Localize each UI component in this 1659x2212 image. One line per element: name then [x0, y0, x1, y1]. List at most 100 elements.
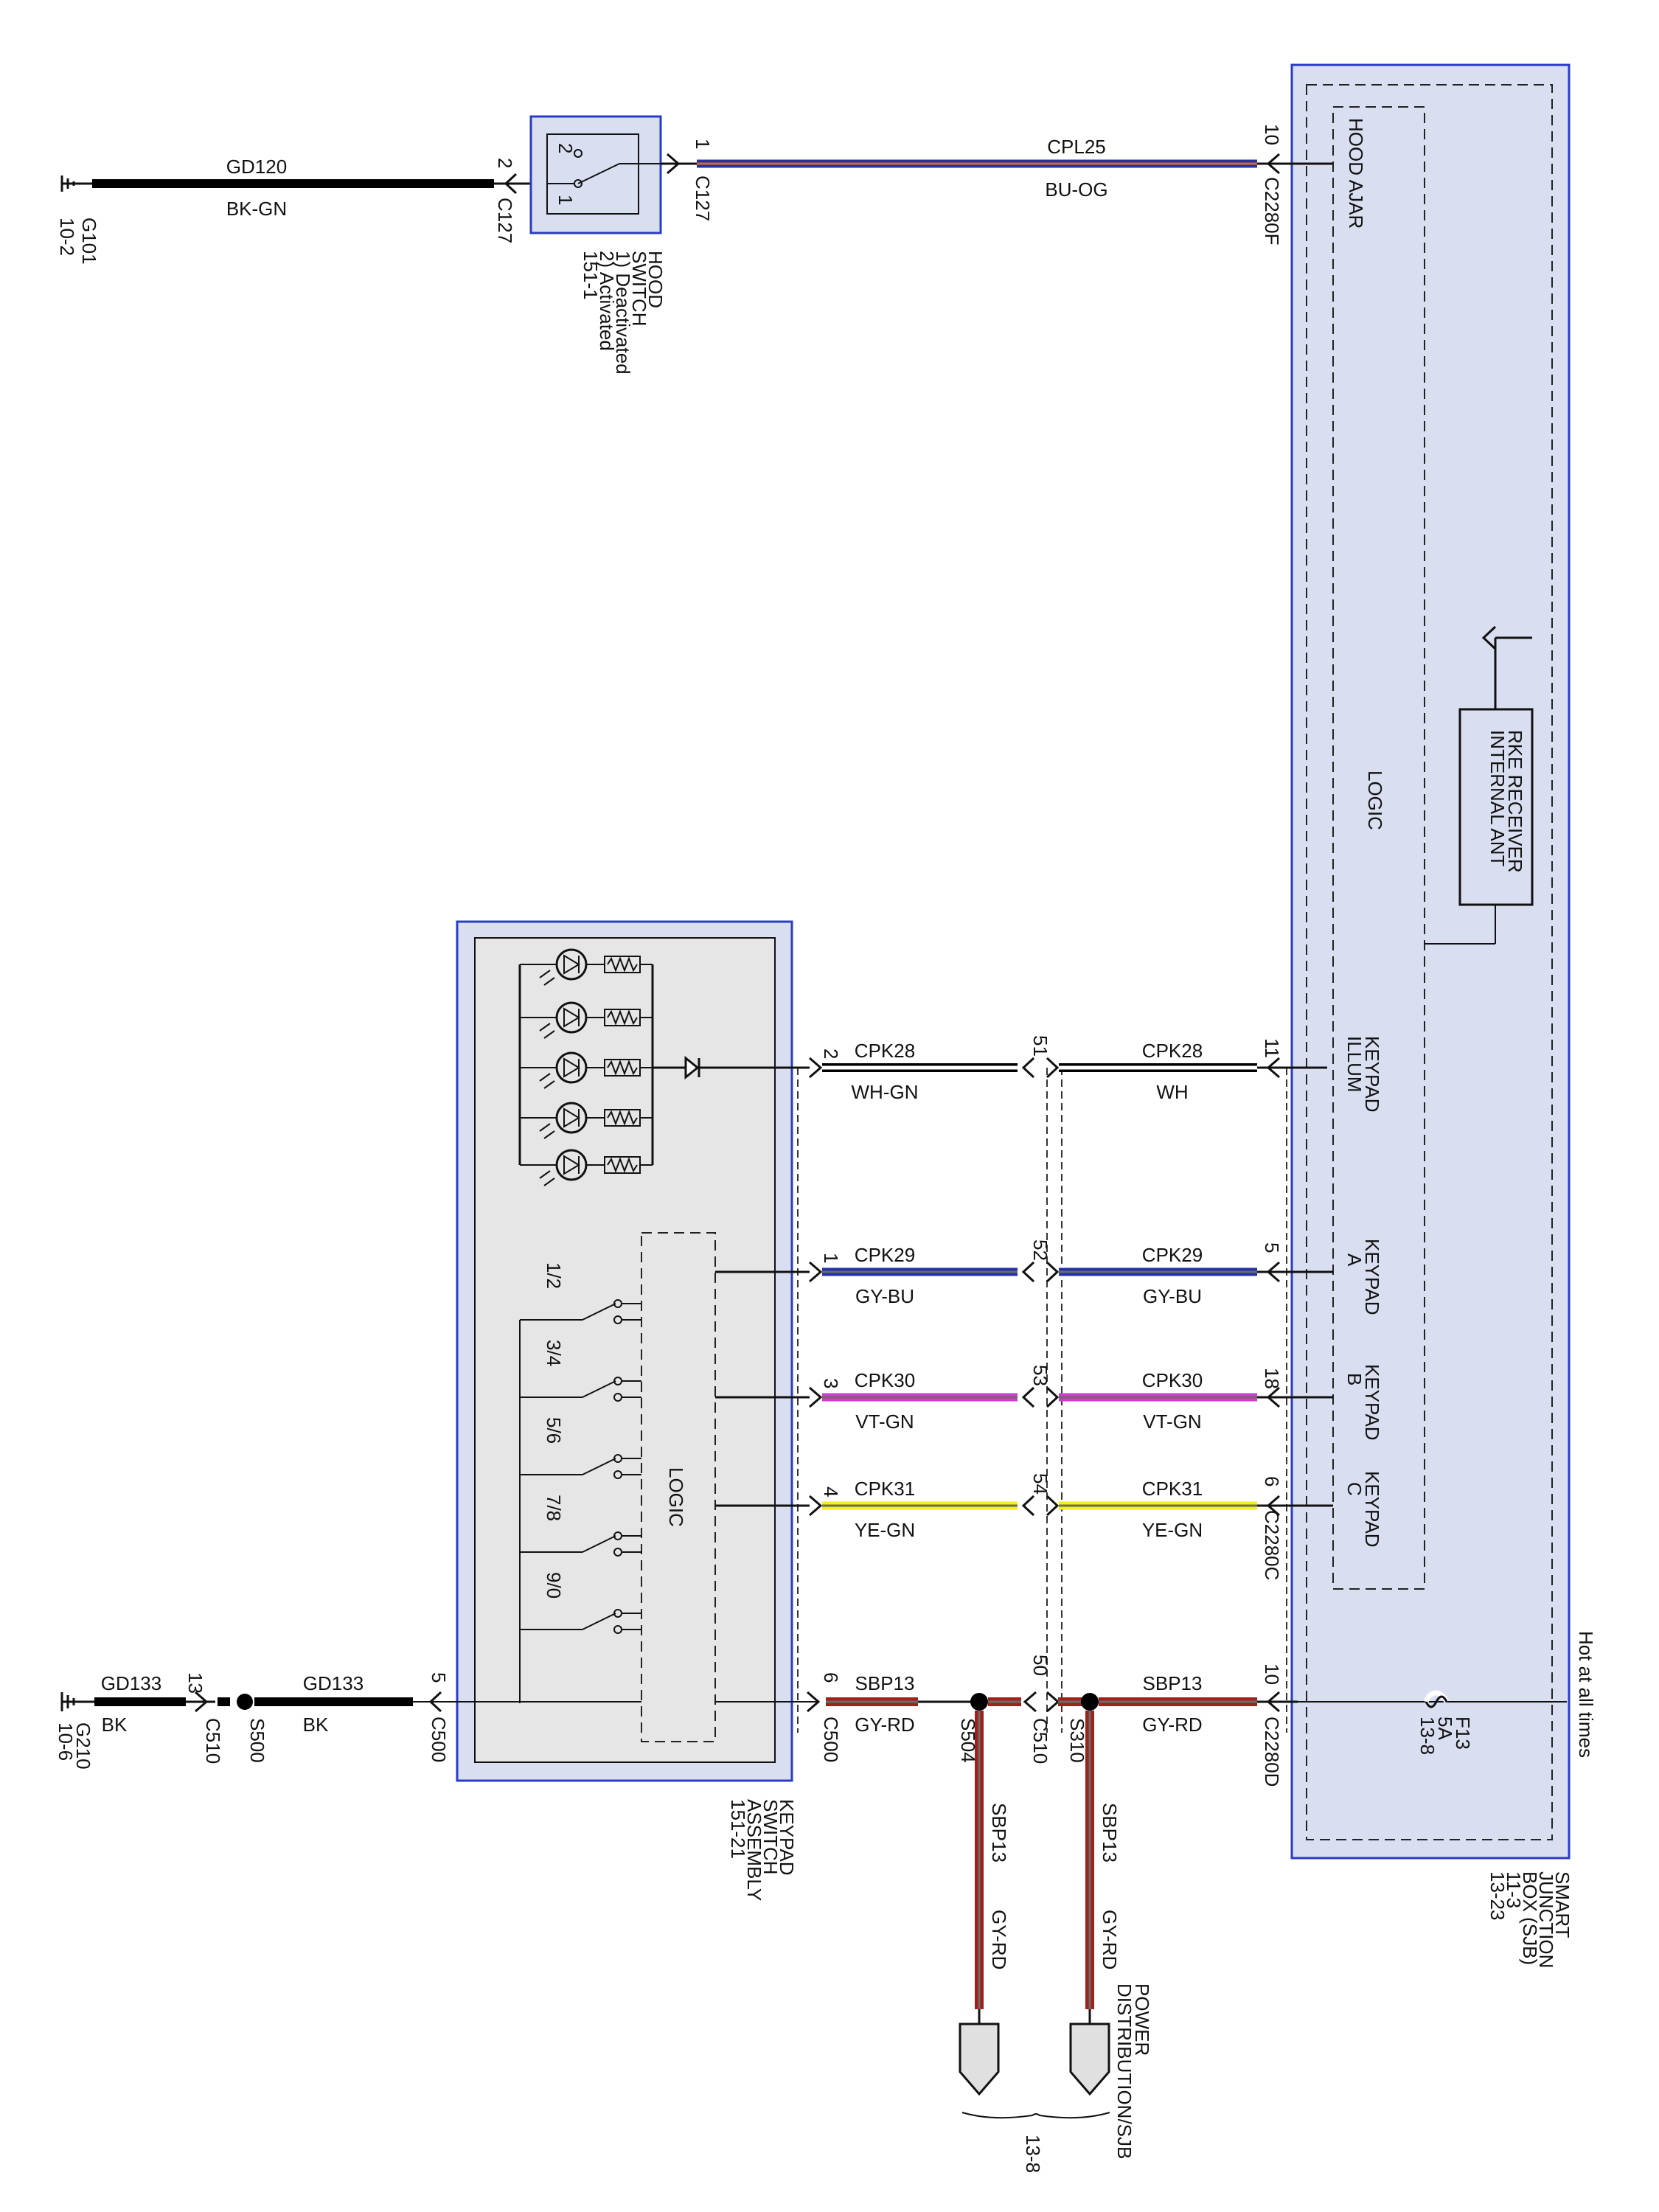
switch-contact: [582, 1613, 616, 1630]
hood-switch-label-1: SWITCH: [628, 251, 650, 327]
gd133-right-color: BK: [303, 1714, 329, 1736]
c500-label-left: C500: [428, 1717, 450, 1762]
keypad-switches: 1/23/45/67/89/0: [520, 1262, 641, 1634]
keypad-wire-color-left: YE-GN: [855, 1519, 915, 1541]
keypad-wire-name-left: CPK28: [855, 1040, 915, 1062]
led-icon: [555, 1051, 588, 1084]
gd133-left-color: BK: [102, 1714, 128, 1736]
splice-s504-icon: [970, 1693, 988, 1711]
sjb-hood-pin: 10: [1261, 124, 1283, 145]
c510-label-mid: C510: [1029, 1718, 1051, 1764]
keypad-switch-label: 1/2: [543, 1262, 565, 1289]
connector-c510-pin-icon: [1046, 1057, 1060, 1079]
keypad-wire-name-left: CPK31: [855, 1478, 915, 1500]
c127-right-label: C127: [692, 175, 714, 221]
led-diode-symbol: [563, 1155, 580, 1175]
connector-c510-pin-icon: [1046, 1261, 1060, 1283]
labels: GD120 BK-GN CPL25 BU-OG G101 10-2 2 C127…: [55, 118, 1597, 2173]
s500-label: S500: [246, 1718, 268, 1763]
c510-pin-13: 13: [184, 1672, 206, 1694]
rke-label-1: INTERNAL ANT: [1486, 730, 1509, 867]
connector-c500-pin-icon: [809, 1386, 823, 1408]
hood-switch-label-4: 151-1: [580, 251, 602, 300]
s310-label: S310: [1066, 1718, 1088, 1763]
sjb-pin-number: 11: [1261, 1038, 1283, 1058]
keypad-assembly-label-2: ASSEMBLY: [743, 1799, 765, 1901]
led-emission-icon: [539, 1073, 555, 1089]
sbp13-left-color: GY-RD: [855, 1714, 914, 1736]
c510-pin-number: 53: [1029, 1365, 1051, 1386]
sbp13-vert-1-color: GY-RD: [988, 1910, 1010, 1969]
splice-s310-icon: [1081, 1693, 1099, 1711]
keypad-wire-name-left: CPK30: [855, 1369, 915, 1391]
c500-pin-6: 6: [820, 1672, 842, 1683]
connector-c510-pin-icon: [1021, 1261, 1035, 1283]
diode-icon: [684, 1055, 700, 1080]
resistor-zigzag: [607, 1157, 638, 1173]
connector-c510-mid-icon: [1023, 1691, 1037, 1713]
power-circuit: [60, 1691, 1298, 2119]
keypad-a-0: KEYPAD: [1361, 1239, 1383, 1315]
keypad-leds: [520, 948, 700, 1186]
led-icon: [555, 1102, 588, 1134]
c500-label-right: C500: [820, 1717, 842, 1762]
keypad-switch-label: 5/6: [543, 1417, 565, 1444]
c510-pin-number: 54: [1029, 1473, 1051, 1495]
hot-at-all-times: Hot at all times: [1575, 1631, 1597, 1758]
led-diode-symbol: [563, 954, 580, 975]
sjb-pin-number: 6: [1261, 1476, 1283, 1486]
led-icon: [555, 1001, 588, 1034]
c510-pin-50: 50: [1029, 1655, 1051, 1676]
sbp13-left-name: SBP13: [855, 1672, 915, 1694]
c2280d-label: C2280D: [1261, 1717, 1283, 1787]
sjb-label-4: 13-23: [1486, 1871, 1509, 1921]
keypad-logic-label: LOGIC: [665, 1467, 687, 1527]
sjb-hood-connector: C2280F: [1261, 177, 1283, 246]
keypad-switch-label: 3/4: [543, 1340, 565, 1366]
connector-c2280d-icon: [1266, 1691, 1280, 1713]
keypad-assembly-label-1: SWITCH: [759, 1799, 782, 1875]
power-dist-label-0: POWER: [1131, 1983, 1153, 2056]
connector-c500-pin-icon: [809, 1261, 823, 1283]
sbp13-right-name: SBP13: [1143, 1672, 1203, 1694]
connector-c510-pin-icon: [1021, 1495, 1035, 1517]
hood-ajar-label: HOOD AJAR: [1345, 118, 1367, 229]
c510-pin-number: 51: [1029, 1035, 1051, 1057]
keypad-c-0: KEYPAD: [1361, 1471, 1383, 1548]
connector-c500-pin-icon: [809, 1495, 823, 1517]
keypad-wire-color-right: GY-BU: [1143, 1285, 1202, 1307]
led-diode-symbol: [563, 1007, 580, 1028]
cpl25-name: CPL25: [1047, 136, 1106, 158]
brace-icon: [961, 2112, 1110, 2119]
sbp13-vert-1-name: SBP13: [988, 1803, 1010, 1863]
keypad-wire-color-left: VT-GN: [855, 1411, 914, 1433]
resistor-zigzag: [607, 1110, 638, 1126]
keypad-assembly-label-3: 151-21: [727, 1799, 749, 1859]
hood-switch-label-3: 2) Activated: [596, 251, 618, 351]
switch-contact: [582, 1303, 616, 1321]
gd120-name: GD120: [226, 156, 287, 178]
power-distribution-arrow-1: [959, 2023, 1000, 2096]
keypad-wire-name-right: CPK30: [1142, 1369, 1203, 1391]
c127-left-label: C127: [494, 198, 516, 243]
ground-g101-label: G101: [78, 218, 100, 265]
c510-pin-number: 52: [1029, 1239, 1051, 1261]
ground-g101-icon: [60, 175, 92, 192]
s504-label: S504: [957, 1718, 979, 1763]
ground-g101-ref: 10-2: [56, 218, 78, 256]
smart-junction-box: [1290, 63, 1571, 1860]
sbp13-vert-2-name: SBP13: [1099, 1803, 1121, 1863]
keypad-b-0: KEYPAD: [1361, 1364, 1383, 1441]
keypad-pin-number: 4: [820, 1486, 842, 1497]
fuse-label-1: 5A: [1434, 1717, 1456, 1740]
ground-g210-ref: 10-6: [55, 1722, 77, 1761]
sjb-label-2: BOX (SJB): [1519, 1871, 1541, 1965]
keypad-wire-color-right: WH: [1156, 1081, 1188, 1103]
connector-c510-pin-icon: [1021, 1057, 1035, 1079]
connector-c2280c-label: C2280C: [1261, 1510, 1283, 1580]
keypad-c-1: C: [1343, 1482, 1366, 1496]
led-icon: [555, 1149, 588, 1181]
gd133-right-name: GD133: [303, 1672, 364, 1694]
